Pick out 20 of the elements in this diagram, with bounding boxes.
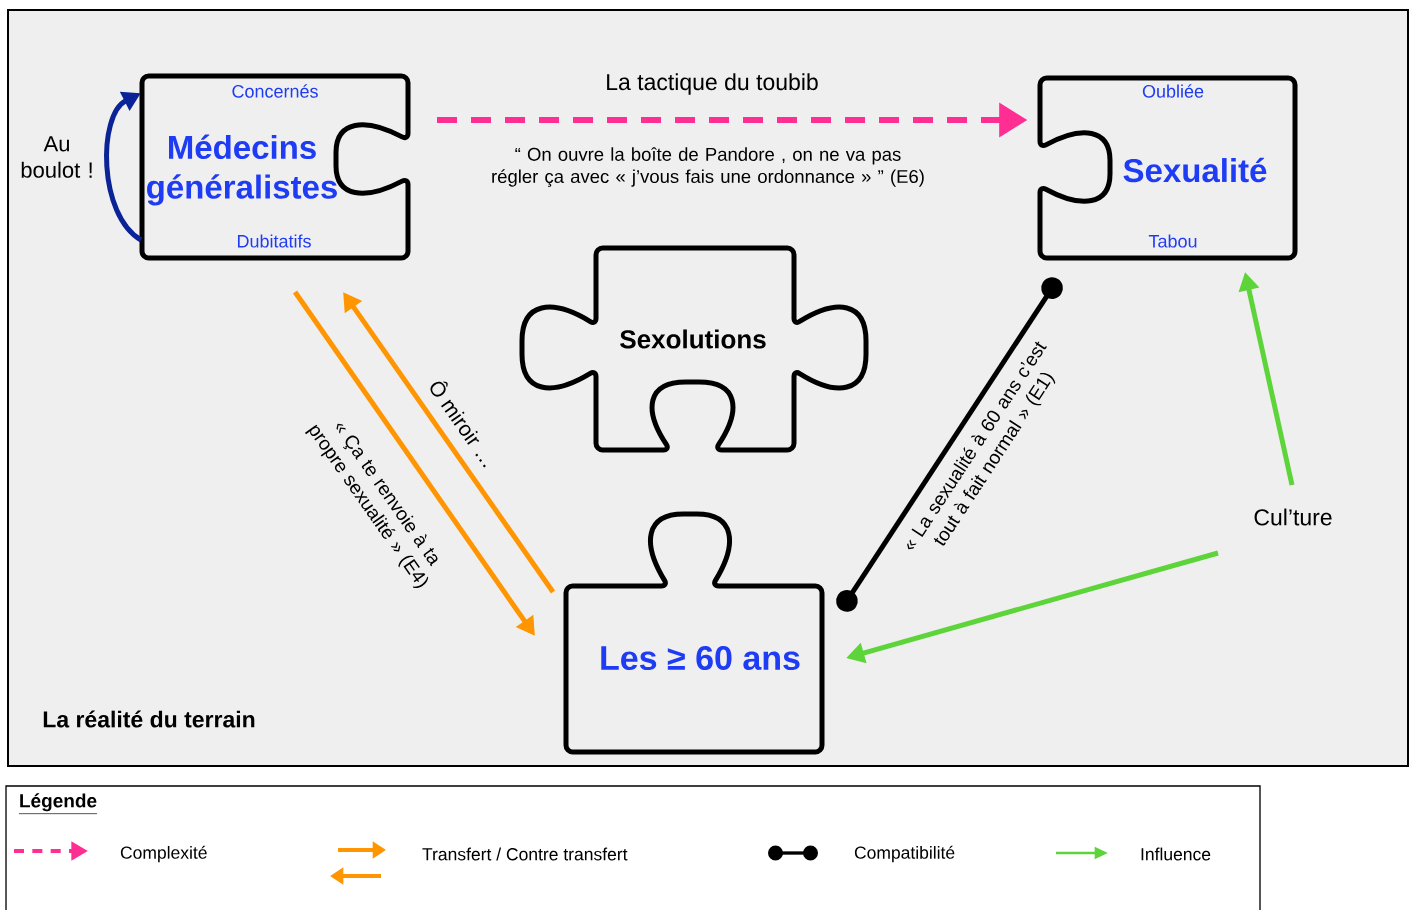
piece-title: Les ≥ 60 ans	[601, 646, 800, 671]
legend-label: Influence	[1141, 847, 1211, 861]
node-label: Cul’ture	[1254, 508, 1332, 526]
piece-title: Sexolutions	[620, 329, 766, 349]
connector-line	[836, 277, 1063, 612]
piece-title: Sexualité	[1123, 157, 1267, 183]
legend-label: Complexité	[120, 845, 207, 863]
piece-subtitle: Concernés	[232, 84, 318, 98]
loop-arrow	[104, 91, 143, 242]
piece-subtitle: Oubliée	[1142, 84, 1204, 98]
panel-title: La réalité du terrain	[43, 710, 255, 728]
legend-title: Légende	[18, 793, 98, 814]
piece-subtitle: Tabou	[1148, 234, 1197, 248]
legend-label: Compatibilité	[854, 845, 955, 863]
piece-title: Médecins généralistes	[147, 134, 337, 206]
edge-label: La tactique du toubib	[603, 71, 821, 97]
piece-subtitle: Dubitatifs	[238, 234, 311, 248]
quote-text: “ On ouvre la boîte de Pandore , on ne va pas régler ça avec « j’vous fais une ordonnance » ” (E6)	[492, 147, 924, 187]
legend-label: Transfert / Contre transfert	[422, 847, 628, 861]
edge-label: Au boulot !	[10, 134, 104, 180]
